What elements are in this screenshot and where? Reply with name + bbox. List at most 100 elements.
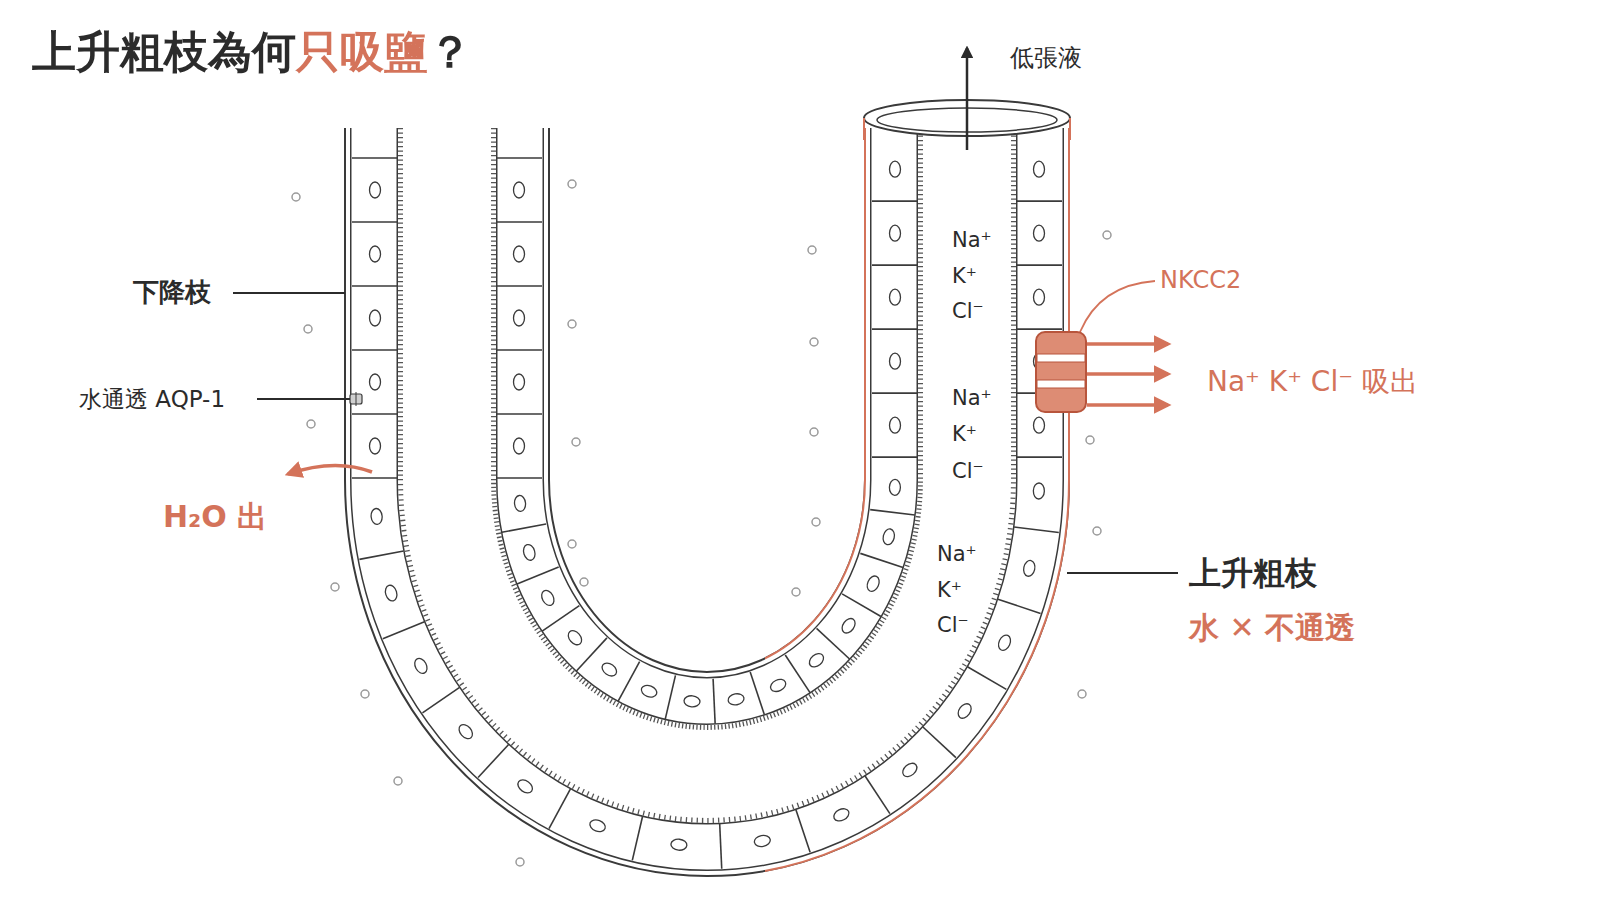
title: 上升粗枝為何只吸鹽？ [32, 27, 472, 78]
cell-nucleus [890, 353, 901, 369]
water-out-arrow [288, 465, 372, 474]
cell-border [383, 622, 425, 639]
ion-label: K⁺ [937, 578, 962, 602]
cell-nucleus [832, 806, 851, 823]
cell-border [923, 727, 956, 758]
ion-label: Na⁺ [937, 542, 977, 566]
dot [792, 588, 800, 596]
cell-border [352, 285, 397, 287]
cell-border [422, 687, 459, 712]
dot [808, 246, 816, 254]
cell-nucleus [370, 374, 381, 390]
cell-border [665, 675, 675, 719]
fluid-label: 低張液 [1010, 45, 1082, 73]
cell-nucleus [588, 818, 607, 834]
leader-line [233, 292, 345, 294]
cell-nucleus [1033, 483, 1044, 499]
cell-nucleus [890, 225, 901, 241]
cell-nucleus [956, 701, 974, 720]
cell-nucleus [600, 660, 619, 678]
cell-nucleus [514, 495, 526, 512]
cell-nucleus [882, 528, 896, 546]
cell-border [1017, 200, 1062, 202]
dot [1093, 527, 1101, 535]
cell-nucleus [514, 374, 525, 390]
cell-border [872, 328, 917, 330]
ion-efflux-arrows [1087, 344, 1168, 405]
cell-border [720, 824, 722, 869]
ion-label: Cl⁻ [952, 299, 984, 323]
dot [516, 858, 524, 866]
cell-border [618, 662, 639, 702]
flow-label: Na⁺ K⁺ Cl⁻ 吸出 [1207, 366, 1418, 398]
cell-border [1017, 328, 1062, 330]
ion-label: Na⁺ [952, 228, 992, 252]
cell-nucleus [865, 574, 882, 593]
cell-border [842, 594, 881, 617]
cell-nucleus [456, 722, 475, 741]
cell-nucleus [807, 651, 826, 670]
cell-border [352, 349, 397, 351]
cell-nucleus [514, 182, 525, 198]
cell-border [713, 679, 715, 724]
dot [394, 777, 402, 785]
ion-label: Cl⁻ [937, 613, 969, 637]
cell-border [352, 413, 397, 415]
cell-border [1014, 527, 1059, 532]
dot [1086, 436, 1094, 444]
cell-border [517, 567, 559, 584]
cell-nucleus [769, 677, 788, 694]
cell-nucleus [996, 633, 1013, 652]
tubule [447, 128, 967, 774]
cell-nucleus [370, 438, 381, 454]
cell-nucleus [890, 289, 901, 305]
dot [307, 420, 315, 428]
cell-border [497, 413, 542, 415]
dot [812, 518, 820, 526]
cell-nucleus [890, 417, 901, 433]
cell-nucleus [684, 695, 701, 707]
dot [1078, 690, 1086, 698]
cell-border [872, 264, 917, 266]
dot [361, 690, 369, 698]
cell-nucleus [727, 692, 745, 706]
cell-nucleus [539, 588, 556, 607]
cell-nucleus [889, 479, 900, 495]
cell-border [1017, 264, 1062, 266]
cell-border [632, 817, 642, 861]
cell-border [478, 744, 509, 777]
cell-nucleus [514, 310, 525, 326]
ion-label: K⁺ [952, 422, 977, 446]
cell-border [542, 606, 579, 631]
nkcc2-transporter [1036, 332, 1086, 412]
dot [304, 325, 312, 333]
dot [810, 428, 818, 436]
cell-border [967, 667, 1006, 690]
cell-nucleus [514, 246, 525, 262]
cell-border [502, 524, 546, 532]
cell-border [870, 510, 915, 515]
cell-border [497, 221, 542, 223]
dot [568, 320, 576, 328]
cell-nucleus [1034, 417, 1045, 433]
dot [572, 438, 580, 446]
cell-border [998, 599, 1041, 613]
cell-border [872, 200, 917, 202]
cell-nucleus [890, 161, 901, 177]
aqp1-channel [350, 392, 362, 406]
ion-label: Cl⁻ [952, 459, 984, 483]
cell-border [497, 157, 542, 159]
flow-label: H₂O 出 [163, 500, 267, 535]
cell-nucleus [1034, 161, 1045, 177]
cell-border [497, 477, 542, 479]
cell-nucleus [370, 310, 381, 326]
cell-nucleus [1034, 225, 1045, 241]
dot [292, 193, 300, 201]
cell-nucleus [670, 838, 687, 850]
cell-border [549, 789, 570, 829]
leader-line [257, 398, 350, 400]
cell-nucleus [1022, 559, 1036, 577]
cell-border [352, 477, 397, 479]
epithelial-cells [352, 158, 1062, 869]
